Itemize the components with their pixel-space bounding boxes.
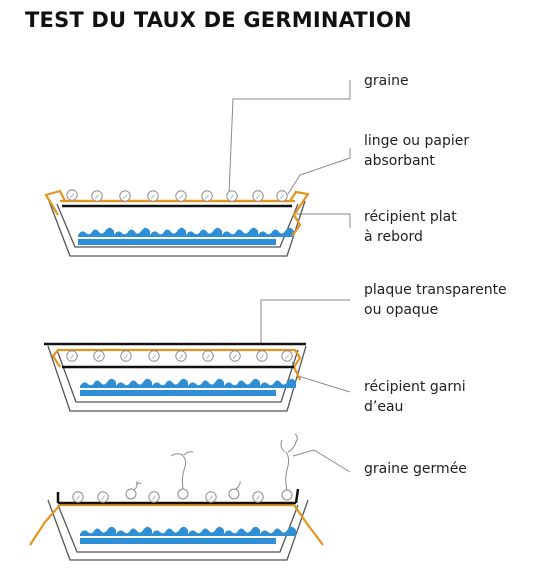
leader-lines [228,80,351,473]
scene3-outer-tray [47,499,309,561]
scene3-cloth-right [293,504,324,546]
label-water-container-line2: d’eau [364,399,404,415]
leader-container [293,213,351,228]
label-seed: graine [364,73,409,89]
scene3-inner-tray [57,504,299,553]
scene2-outer-tray [47,345,307,412]
scene-3-container [29,433,324,561]
label-cloth-line2: absorbant [364,153,435,169]
scene-2-container [44,342,307,412]
scene2-inner-tray [56,349,299,403]
label-germinated-seed: graine germée [364,461,467,477]
scene1-outer-tray [48,200,306,257]
scene-1-container [44,189,310,257]
scene2-water [80,378,296,396]
scene3-water [80,526,296,544]
label-cloth-line1: linge ou papier [364,133,470,149]
leader-germinated [292,449,351,473]
scene1-seeds [66,189,288,202]
scene1-water [78,227,294,245]
leader-plate [260,299,350,344]
leader-cloth [287,148,351,195]
scene3-rim [56,488,300,505]
label-water-container-line1: récipient garni [364,379,466,395]
scene1-inner-tray [56,203,299,248]
label-plate-line1: plaque transparente [364,282,507,298]
germinated-seeds [125,433,298,501]
scene3-cloth-left [29,504,61,546]
scene2-seeds [66,350,293,362]
label-plate-line2: ou opaque [364,302,439,318]
leader-seed [228,80,351,195]
label-container-line2: à rebord [364,229,423,245]
scene1-cloth [44,189,310,237]
page-title: TEST DU TAUX DE GERMINATION [25,8,412,32]
leader-water-container [291,361,351,393]
label-container-line1: récipient plat [364,209,457,225]
